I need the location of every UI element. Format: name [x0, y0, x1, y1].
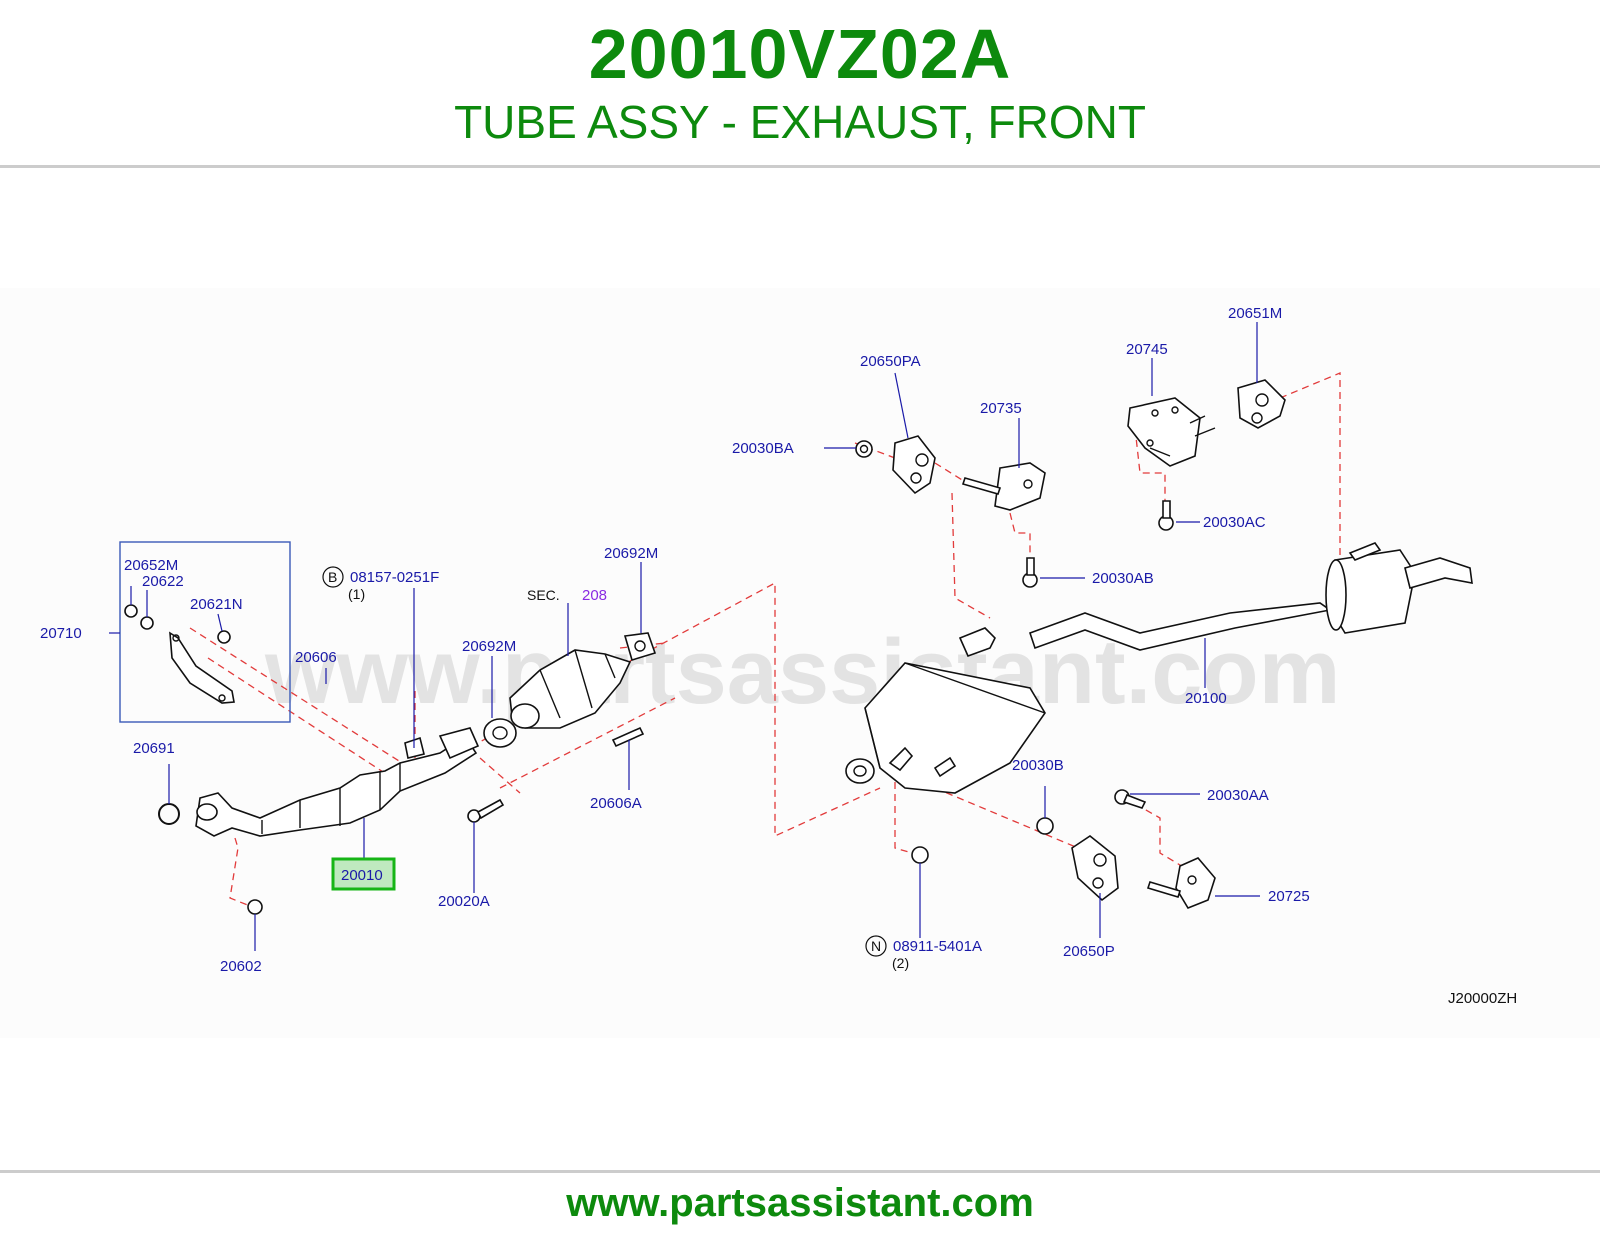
section-ref-label: SEC.	[527, 587, 560, 603]
callout-labels: 20710 20652M 20622 20621N 20606 20691 20…	[40, 305, 1517, 1007]
callout-08157-0251F[interactable]: 08157-0251F	[350, 569, 439, 586]
callout-20030AB[interactable]: 20030AB	[1092, 570, 1154, 587]
center-muffler-part	[845, 627, 1046, 794]
footer-site-link[interactable]: www.partsassistant.com	[566, 1181, 1034, 1225]
callout-20602[interactable]: 20602	[220, 958, 262, 975]
diagram-code: J20000ZH	[1448, 990, 1517, 1007]
callout-20692M-upper[interactable]: 20692M	[604, 545, 658, 562]
callout-20010[interactable]: 20010	[341, 867, 383, 884]
bolt-spec-b-marker	[322, 566, 344, 588]
callout-20650PA[interactable]: 20650PA	[860, 353, 921, 370]
callout-20650P[interactable]: 20650P	[1063, 943, 1115, 960]
part-name-subtitle: TUBE ASSY - EXHAUST, FRONT	[454, 96, 1146, 148]
callout-20030AA[interactable]: 20030AA	[1207, 787, 1269, 804]
callout-08911-5401A[interactable]: 08911-5401A	[893, 938, 982, 955]
callout-leader-lines	[109, 322, 1260, 951]
rear-tailpipe-part	[1028, 542, 1473, 651]
callout-08911-qty: (2)	[892, 955, 909, 971]
footer-divider	[0, 1170, 1600, 1173]
callout-20622[interactable]: 20622	[142, 573, 184, 590]
page-header: 20010VZ02A TUBE ASSY - EXHAUST, FRONT	[0, 0, 1600, 168]
part-number-title: 20010VZ02A	[588, 15, 1012, 93]
callout-20030BA[interactable]: 20030BA	[732, 440, 794, 457]
section-ref-208-link[interactable]: 208	[582, 587, 607, 604]
diagram-canvas: www.partsassistant.com	[40, 305, 1517, 1007]
bracket-kit-box	[119, 541, 291, 723]
header-divider	[0, 165, 1600, 168]
highlighted-part-20010[interactable]: 20010	[331, 857, 396, 891]
nut-spec-n-marker	[865, 935, 887, 957]
callout-20030AC[interactable]: 20030AC	[1203, 514, 1266, 531]
bracket-20710-part	[124, 604, 235, 704]
callout-20030B[interactable]: 20030B	[1012, 757, 1064, 774]
nut-spec-n-letter: N	[871, 938, 881, 954]
callout-20691[interactable]: 20691	[133, 740, 175, 757]
callout-20652M[interactable]: 20652M	[124, 557, 178, 574]
callout-20606A[interactable]: 20606A	[590, 795, 642, 812]
bolt-20020A-part	[467, 798, 505, 823]
exploded-parts-diagram: www.partsassistant.com	[0, 288, 1600, 1038]
bolt-spec-b-letter: B	[328, 569, 337, 585]
callout-08157-qty: (1)	[348, 586, 365, 602]
callout-20606[interactable]: 20606	[295, 649, 337, 666]
callout-20100[interactable]: 20100	[1185, 690, 1227, 707]
callout-20745[interactable]: 20745	[1126, 341, 1168, 358]
front-exhaust-tube-part	[158, 727, 480, 915]
callout-20692M-lower[interactable]: 20692M	[462, 638, 516, 655]
callout-20710[interactable]: 20710	[40, 625, 82, 642]
catalytic-converter-part	[483, 632, 657, 748]
callout-20621N[interactable]: 20621N	[190, 596, 243, 613]
callout-20651M[interactable]: 20651M	[1228, 305, 1282, 322]
callout-20735[interactable]: 20735	[980, 400, 1022, 417]
callout-20020A[interactable]: 20020A	[438, 893, 490, 910]
mounting-hardware-parts	[855, 379, 1286, 909]
callout-20725[interactable]: 20725	[1268, 888, 1310, 905]
